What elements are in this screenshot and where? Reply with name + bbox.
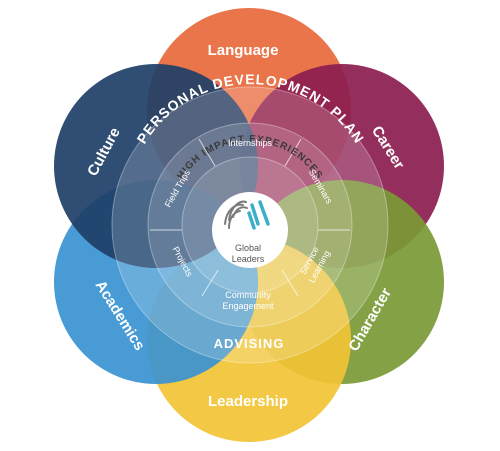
petal-culture <box>54 64 258 268</box>
petals <box>54 8 444 442</box>
label-leadership: Leadership <box>208 393 288 410</box>
label-language: Language <box>208 42 279 59</box>
center-label-line2: Leaders <box>232 254 265 264</box>
globe-logo-icon <box>224 200 270 230</box>
segment-community-engagement-2: Engagement <box>222 301 274 311</box>
segment-internships: Internships <box>228 138 273 148</box>
segment-community-engagement-1: Community <box>225 290 271 300</box>
center-label-line1: Global <box>235 243 261 253</box>
title-advising: ADVISING <box>214 336 285 351</box>
segment-dividers <box>150 138 350 297</box>
